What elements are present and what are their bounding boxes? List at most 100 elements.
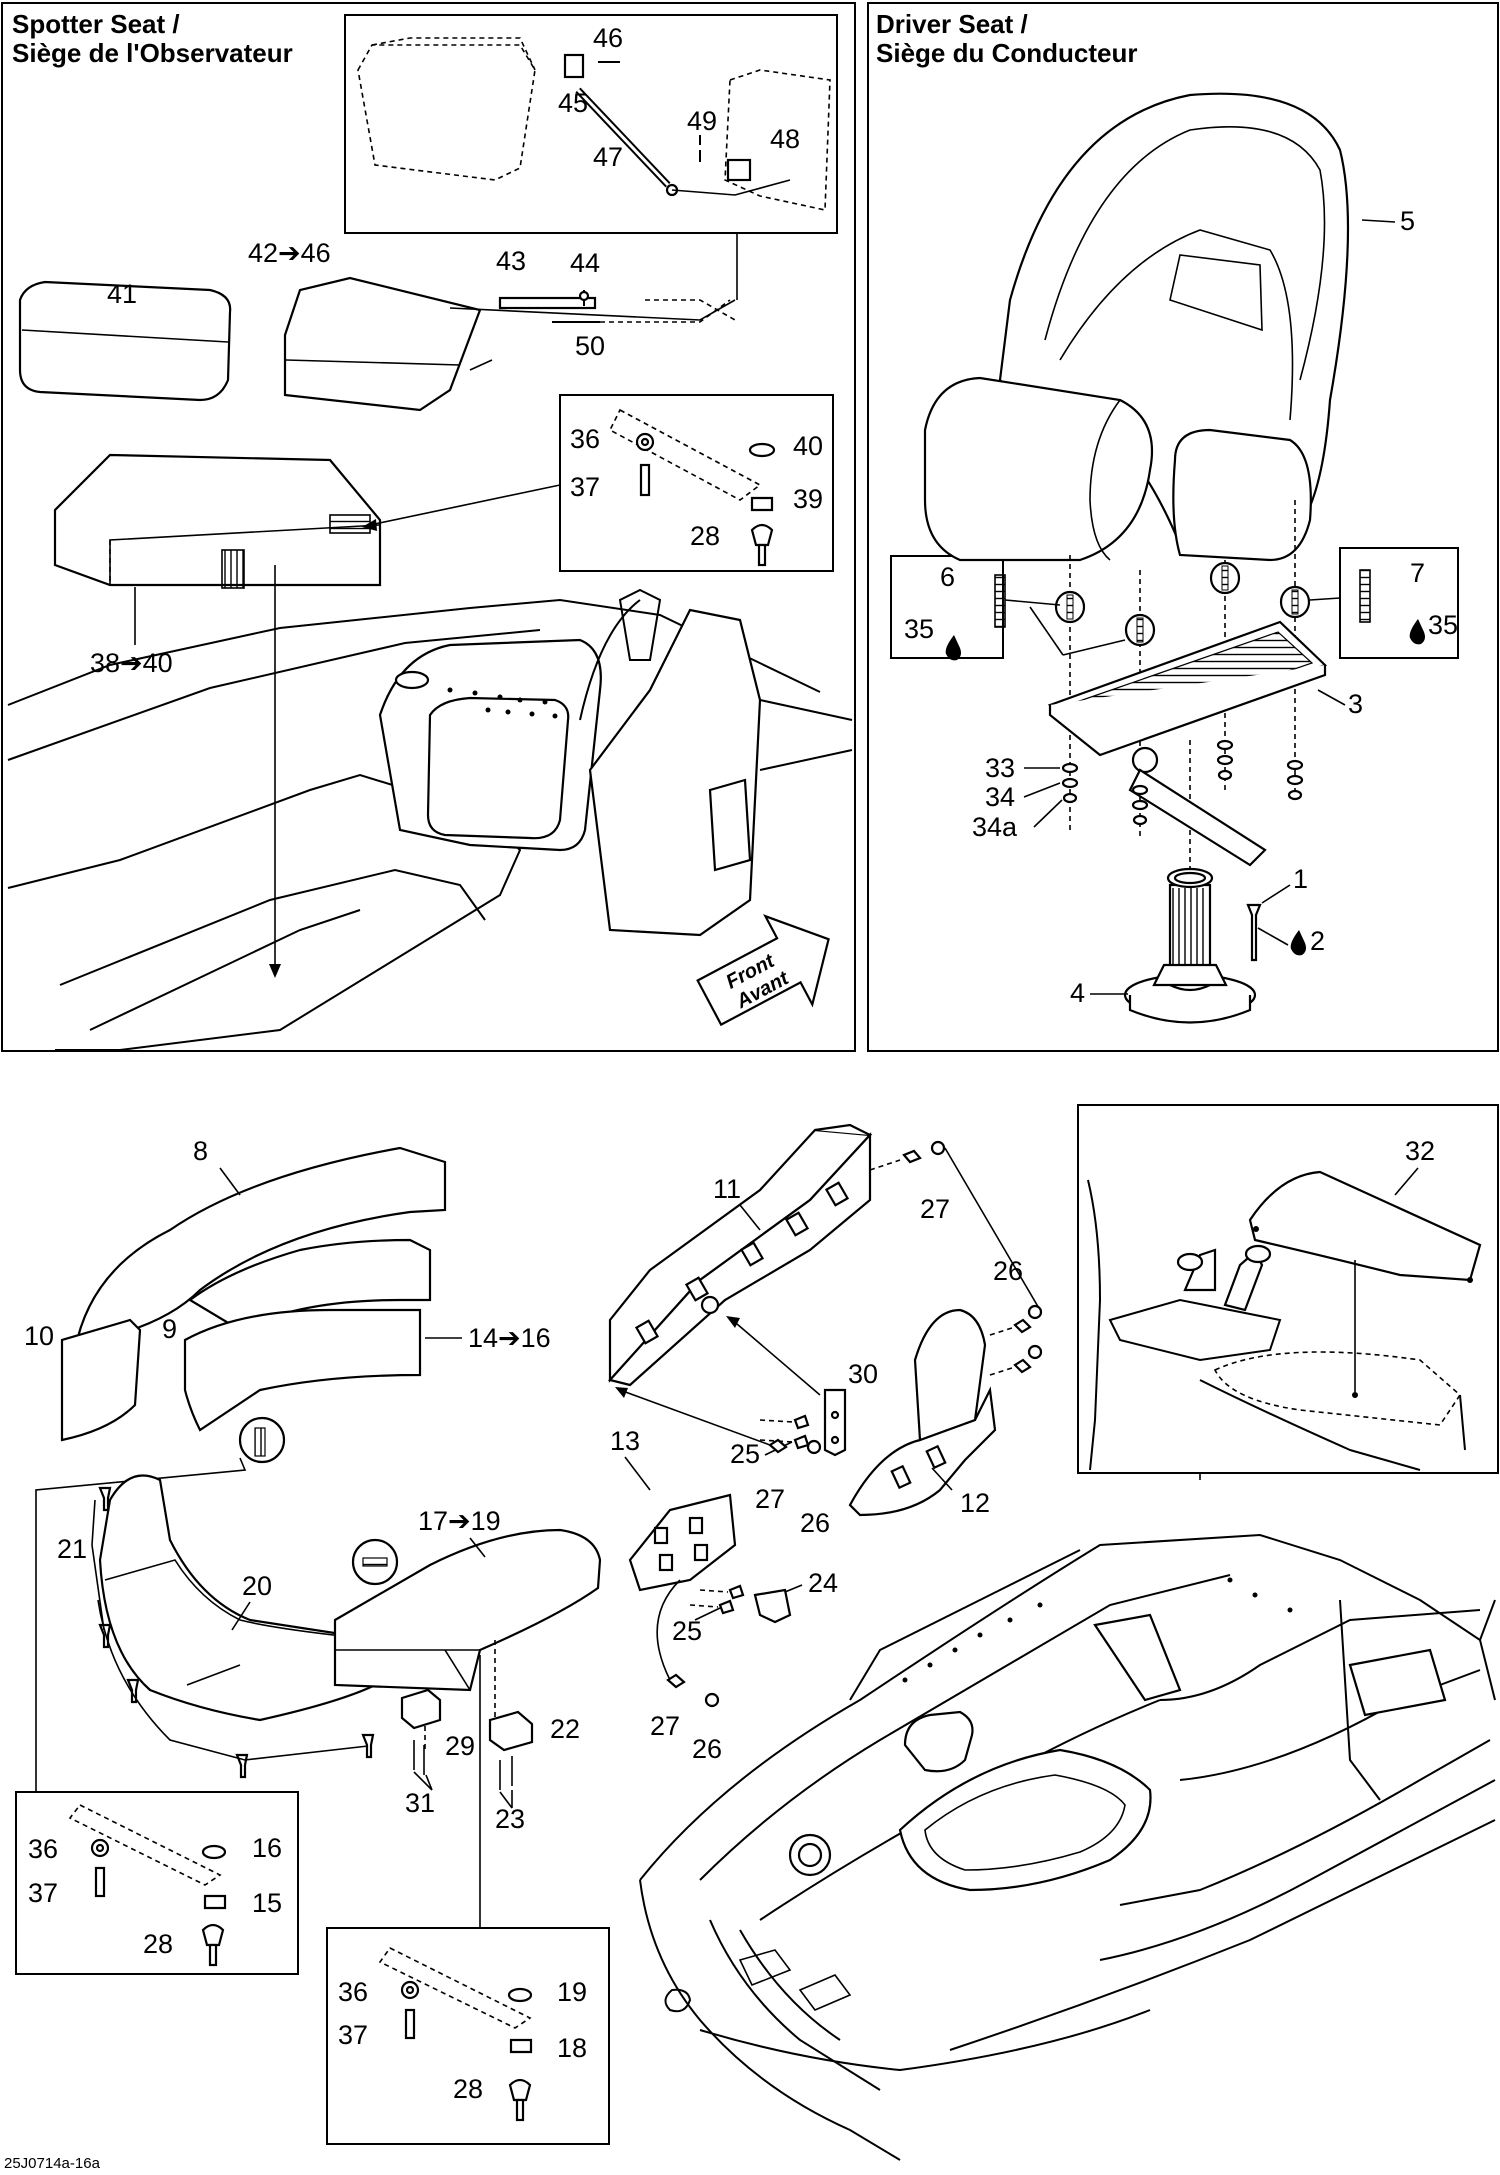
- fasteners-27-26-bottom: [666, 1673, 720, 1708]
- label-13: 13: [610, 1426, 640, 1456]
- leader-6: [1004, 599, 1061, 606]
- cover-frame-inset: [559, 394, 834, 572]
- fasteners-27-26-top: [869, 1140, 1041, 1311]
- label-10: 10: [24, 1321, 54, 1351]
- label-28-top: 28: [690, 521, 720, 551]
- throttle-cover-32: [1087, 1170, 1482, 1471]
- label-42-46: 42➔46: [248, 238, 331, 268]
- side-panel-13: [628, 1493, 737, 1592]
- driver-title-line2: Siège du Conducteur: [876, 38, 1137, 68]
- leader-34a: [1033, 799, 1063, 828]
- leader-23: [499, 1790, 513, 1809]
- bracket-30: [726, 1316, 847, 1457]
- label-11: 11: [713, 1174, 741, 1204]
- label-32: 32: [1405, 1136, 1435, 1166]
- leader-21b: [97, 1599, 369, 1761]
- leader-6c: [1062, 639, 1126, 656]
- label-33: 33: [985, 753, 1015, 783]
- side-panel-11: [607, 1123, 873, 1387]
- label-12: 12: [960, 1488, 990, 1518]
- hinge-rail-43: [449, 290, 736, 323]
- label-2: 2: [1310, 926, 1325, 956]
- leader-21: [91, 1499, 105, 1631]
- label-23: 23: [495, 1804, 525, 1834]
- label-28-right: 28: [453, 2074, 483, 2104]
- loctite-icon-35-right: [1409, 619, 1425, 645]
- label-3: 3: [1348, 689, 1363, 719]
- right-stud-box: [1339, 547, 1459, 659]
- fasteners-27-26-mid: [615, 1387, 822, 1455]
- label-27-a: 27: [920, 1194, 950, 1224]
- fastener-set-left: [68, 1803, 227, 1967]
- label-48: 48: [770, 124, 800, 154]
- seat-base-20: [98, 1474, 387, 1722]
- driver-hull-outline: [639, 1533, 1496, 2161]
- leader-32: [1394, 1167, 1419, 1196]
- label-15: 15: [252, 1888, 282, 1918]
- leader-24: [784, 1584, 803, 1593]
- spotter-cushion-38-40: [53, 453, 382, 589]
- label-1: 1: [1293, 864, 1308, 894]
- leader-25b: [694, 1607, 721, 1621]
- leader-27c: [656, 1579, 681, 1681]
- label-36-left: 36: [28, 1834, 58, 1864]
- leader-6b: [1029, 606, 1064, 656]
- label-50: 50: [575, 331, 605, 361]
- spotter-title-line2: Siège de l'Observateur: [12, 38, 293, 68]
- fastener-set-right: [378, 1946, 533, 2122]
- label-28-left: 28: [143, 1929, 173, 1959]
- strap-17: [362, 1557, 388, 1567]
- label-22: 22: [550, 1714, 580, 1744]
- label-9: 9: [162, 1314, 177, 1344]
- label-7: 7: [1410, 558, 1425, 588]
- base-detail-inset-left: [15, 1791, 299, 1975]
- seat-cover-9: [188, 1238, 432, 1332]
- label-44: 44: [570, 248, 600, 278]
- label-25-b: 25: [672, 1616, 702, 1646]
- label-35-right: 35: [1428, 610, 1458, 640]
- leader-13: [624, 1456, 651, 1491]
- drop-point-32: [1352, 1392, 1358, 1398]
- throttle-cover-inset: [1077, 1104, 1499, 1474]
- leader-2: [1257, 927, 1289, 946]
- bracket-22: [488, 1710, 534, 1752]
- bracket-24: [689, 1584, 792, 1624]
- label-14-16: 14➔16: [468, 1323, 551, 1353]
- pedestal-4: [1123, 867, 1257, 1024]
- fastener-set-top: [608, 408, 776, 567]
- spotter-panel-frame: [1, 2, 856, 1052]
- leader-5: [1361, 219, 1396, 223]
- leader-11: [739, 1204, 761, 1231]
- label-38-40: 38➔40: [90, 648, 173, 678]
- label-25-a: 25: [730, 1439, 760, 1469]
- leader-7: [1309, 597, 1341, 601]
- leader-17: [469, 1537, 486, 1558]
- driver-panel-frame: [867, 2, 1499, 1052]
- label-39: 39: [793, 484, 823, 514]
- leader-backrest: [469, 359, 493, 371]
- label-4: 4: [1070, 978, 1085, 1008]
- label-26-c: 26: [692, 1734, 722, 1764]
- label-37-right: 37: [338, 2020, 368, 2050]
- loctite-icon-35-left: [945, 635, 961, 661]
- spotter-title-line1: Spotter Seat /: [12, 9, 180, 39]
- leader-31: [413, 1771, 433, 1791]
- spotter-detail-inset: [344, 14, 838, 234]
- leader-3: [1317, 689, 1346, 706]
- leader-1: [1261, 884, 1291, 904]
- label-34a: 34a: [972, 812, 1018, 842]
- stud-6: [994, 574, 1006, 628]
- label-24: 24: [808, 1568, 838, 1598]
- label-47: 47: [593, 142, 623, 172]
- arrow-cushion: [269, 964, 281, 978]
- label-21: 21: [57, 1534, 87, 1564]
- label-36-top: 36: [570, 424, 600, 454]
- seat-cover-10: [60, 1318, 142, 1442]
- label-36-right: 36: [338, 1977, 368, 2007]
- label-29: 29: [445, 1731, 475, 1761]
- figure-code: 25J0714a-16a: [4, 2155, 101, 2172]
- stud-7: [1359, 569, 1371, 623]
- label-37-left: 37: [28, 1878, 58, 1908]
- label-16: 16: [252, 1833, 282, 1863]
